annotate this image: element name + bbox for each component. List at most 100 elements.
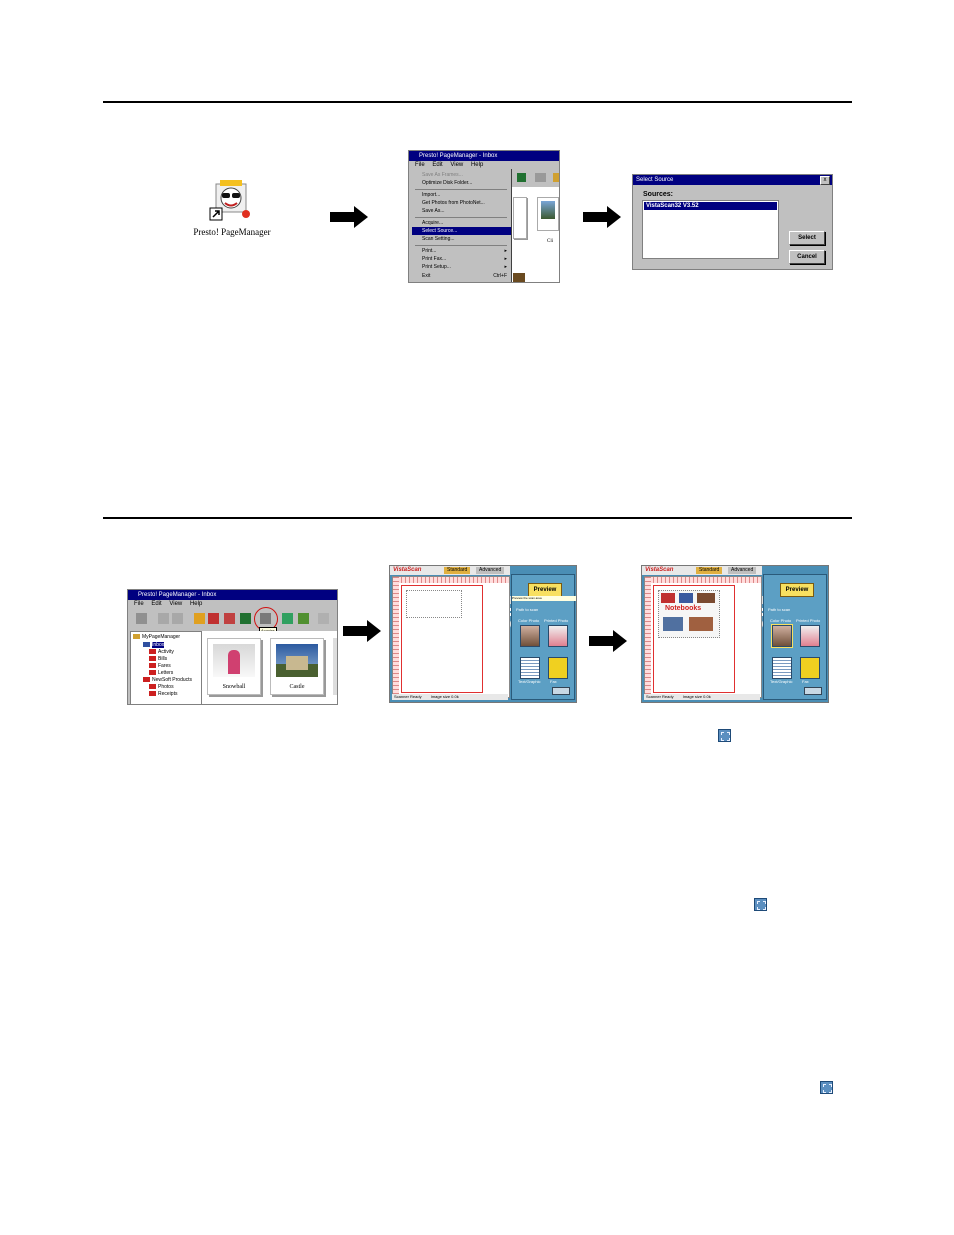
- tab-advanced[interactable]: Advanced: [476, 567, 505, 574]
- folder-icon: [143, 677, 150, 683]
- desktop-icon-label: Presto! PageManager: [193, 227, 271, 237]
- tree-item-receipts[interactable]: Receipts: [149, 691, 177, 698]
- tree-item-mypagemanager[interactable]: MyPageManager: [133, 634, 180, 641]
- menu-file[interactable]: File: [415, 162, 425, 168]
- preview-area[interactable]: Notebooks: [644, 576, 762, 698]
- menu-separator: [415, 217, 507, 218]
- tree-item-bills[interactable]: Bills: [149, 656, 167, 663]
- panel-label: Path to scan: [516, 607, 539, 612]
- text-graphic-button[interactable]: [520, 657, 540, 679]
- right-arrow-icon: [343, 620, 381, 642]
- status-bar: Scanner Ready Image size 0.0k: [392, 694, 508, 700]
- menu-separator: [415, 189, 507, 190]
- text-graphic-button[interactable]: [772, 657, 792, 679]
- folder-icon[interactable]: [553, 173, 559, 182]
- status-ready: Scanner Ready: [646, 694, 674, 699]
- thumbnail-castle[interactable]: Castle: [270, 638, 324, 695]
- color-photo-label: Color Photo: [770, 618, 792, 623]
- preview-button[interactable]: Preview: [780, 583, 814, 597]
- menu-item-select-source[interactable]: Select Source...: [412, 227, 511, 235]
- thumbnail-snowball[interactable]: Snowball: [207, 638, 261, 695]
- zoom-icon[interactable]: [158, 613, 169, 624]
- right-arrow-icon: [330, 206, 368, 228]
- tree-item-inbox[interactable]: Inbox: [143, 642, 165, 649]
- fax-button[interactable]: [800, 657, 820, 679]
- tree-item-letters[interactable]: Letters: [149, 670, 173, 677]
- status-image-size: Image size 0.0k: [430, 694, 459, 699]
- edit-icon[interactable]: [282, 613, 293, 624]
- menu-item-optimize-disk-folder[interactable]: Optimize Disk Folder...: [422, 180, 473, 186]
- menu-item-print-fax[interactable]: Print Fax...▸: [412, 255, 511, 263]
- menu-item-import[interactable]: Import...: [422, 192, 441, 198]
- file-dropdown-menu: Save As Frames... Optimize Disk Folder..…: [412, 169, 512, 282]
- menu-edit[interactable]: Edit: [151, 601, 162, 607]
- vistascan-header: VistaScan Standard Advanced: [390, 566, 510, 575]
- fax-button[interactable]: [548, 657, 568, 679]
- ruler-horizontal: [645, 577, 761, 583]
- open-folder-icon[interactable]: [194, 613, 205, 624]
- print-icon[interactable]: [224, 613, 235, 624]
- source-item-vistascan[interactable]: VistaScan32 V3.52: [644, 202, 777, 210]
- scan-area-frame: Notebooks: [653, 585, 735, 693]
- thumbnail-frame: [513, 273, 525, 282]
- select-button[interactable]: Select: [789, 231, 825, 245]
- selection-tool-icon: [820, 1081, 833, 1094]
- vistascan-logo: VistaScan: [393, 567, 422, 573]
- printed-photo-button[interactable]: [548, 625, 568, 647]
- menu-view[interactable]: View: [450, 162, 464, 168]
- printed-photo-label: Printed Photo: [544, 618, 569, 623]
- view-icon[interactable]: [172, 613, 183, 624]
- sources-list[interactable]: VistaScan32 V3.52: [642, 200, 779, 259]
- menu-item-scan-setting[interactable]: Scan Setting...: [422, 236, 455, 242]
- preview-button[interactable]: Preview: [528, 583, 562, 597]
- menu-item-print[interactable]: Print...▸: [412, 247, 511, 255]
- scan-area-frame: [401, 585, 483, 693]
- menu-item-get-photos[interactable]: Get Photos from PhotoNet...: [422, 200, 485, 206]
- color-photo-button[interactable]: [771, 624, 793, 648]
- cancel-button[interactable]: Cancel: [789, 250, 825, 264]
- section-rule-middle: [103, 517, 852, 519]
- tree-item-fares[interactable]: Fares: [149, 663, 171, 670]
- close-button[interactable]: [804, 687, 822, 695]
- close-icon[interactable]: x: [820, 176, 830, 185]
- menu-edit[interactable]: Edit: [432, 162, 443, 168]
- scanned-magazine-image[interactable]: Notebooks: [658, 590, 720, 638]
- tree-item-activity[interactable]: Activity: [149, 649, 174, 656]
- more-icon[interactable]: [318, 613, 329, 624]
- scanner-icon[interactable]: [535, 173, 546, 182]
- printed-photo-button[interactable]: [800, 625, 820, 647]
- tree-item-newsoft-products[interactable]: NewSoft Products: [143, 677, 192, 684]
- right-arrow-icon: [583, 206, 621, 228]
- tab-standard[interactable]: Standard: [696, 567, 723, 574]
- menu-help[interactable]: Help: [470, 162, 484, 168]
- menu-help[interactable]: Help: [189, 601, 203, 607]
- tab-standard[interactable]: Standard: [444, 567, 471, 574]
- send-icon[interactable]: [298, 613, 309, 624]
- preview-area[interactable]: [392, 576, 510, 698]
- menu-file[interactable]: File: [134, 601, 144, 607]
- ruler-vertical: [645, 577, 651, 697]
- delete-icon[interactable]: [208, 613, 219, 624]
- menu-item-print-setup[interactable]: Print Setup...▸: [412, 263, 511, 271]
- submenu-arrow-icon: ▸: [504, 264, 507, 270]
- pointer-tool-icon[interactable]: [136, 613, 147, 624]
- folder-tree: MyPageManager Inbox Activity Bills Fares…: [130, 631, 202, 704]
- ruler-horizontal: [393, 577, 509, 583]
- save-icon[interactable]: [240, 613, 251, 624]
- menu-item-acquire[interactable]: Acquire...: [422, 220, 444, 226]
- window-title: Presto! PageManager - Inbox: [409, 151, 559, 161]
- menubar: File Edit View Help: [128, 600, 337, 608]
- menu-separator: [415, 245, 507, 246]
- scan-selection-box[interactable]: [406, 590, 462, 618]
- menu-item-save-as[interactable]: Save As...: [422, 208, 445, 214]
- menu-item-save-as-frames[interactable]: Save As Frames...: [422, 172, 463, 178]
- menu-view[interactable]: View: [169, 601, 183, 607]
- color-photo-button[interactable]: [520, 625, 540, 647]
- close-button[interactable]: [552, 687, 570, 695]
- tree-item-photos[interactable]: Photos: [149, 684, 174, 691]
- tab-advanced[interactable]: Advanced: [728, 567, 757, 574]
- desktop-shortcut-pagemanager[interactable]: Presto! PageManager: [186, 178, 278, 244]
- color-photo-label: Color Photo: [518, 618, 540, 623]
- save-icon[interactable]: [517, 173, 526, 182]
